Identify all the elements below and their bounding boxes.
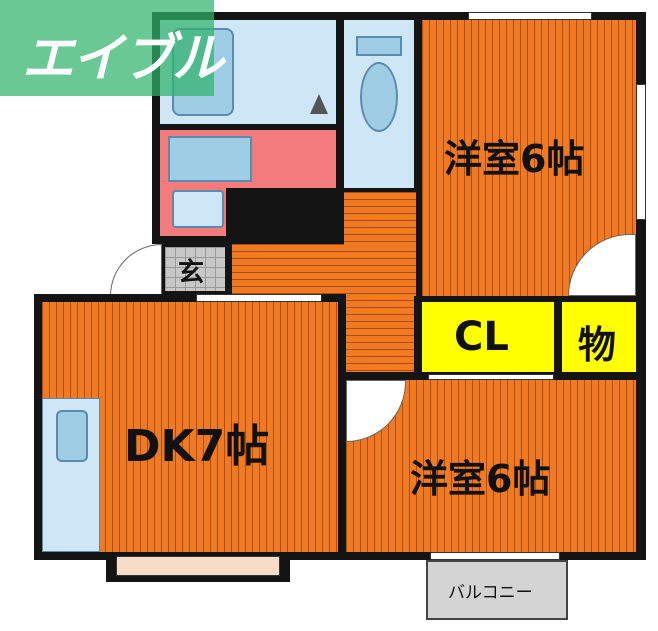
storage bbox=[562, 302, 636, 372]
top-room-floor bbox=[422, 20, 636, 296]
room-label-western-top: 洋室6帖 bbox=[444, 137, 585, 181]
room-label-dk: DK7帖 bbox=[124, 421, 270, 472]
room-label-western-bottom: 洋室6帖 bbox=[410, 457, 551, 501]
toilet-bowl-icon bbox=[360, 62, 398, 132]
closet-sliding-door bbox=[428, 374, 554, 380]
logo-text: エイブル bbox=[22, 29, 224, 89]
hallway-floor-upper bbox=[344, 192, 416, 248]
right-window bbox=[636, 84, 646, 220]
room-label-closet: CL bbox=[454, 314, 509, 360]
toilet-tank-icon bbox=[356, 36, 402, 56]
top-room-door-arc bbox=[568, 234, 636, 296]
balcony-window bbox=[430, 552, 560, 560]
balcony bbox=[426, 560, 568, 620]
dk-top-window bbox=[196, 294, 322, 302]
dk-bottom-window bbox=[116, 556, 280, 576]
bath-drain-icon bbox=[310, 94, 328, 114]
top-window bbox=[468, 12, 592, 20]
washing-machine-icon bbox=[172, 190, 224, 228]
room-label-entrance: 玄 bbox=[178, 258, 205, 288]
logo-badge bbox=[0, 0, 214, 96]
entrance-area bbox=[162, 244, 228, 294]
closet bbox=[422, 302, 554, 372]
kitchen-sink-icon bbox=[56, 410, 88, 462]
balcony-label: バルコニー bbox=[448, 583, 533, 603]
room-label-storage: 物 bbox=[578, 323, 617, 367]
entrance-door-arc bbox=[110, 244, 162, 296]
washbasin-icon bbox=[168, 136, 252, 182]
